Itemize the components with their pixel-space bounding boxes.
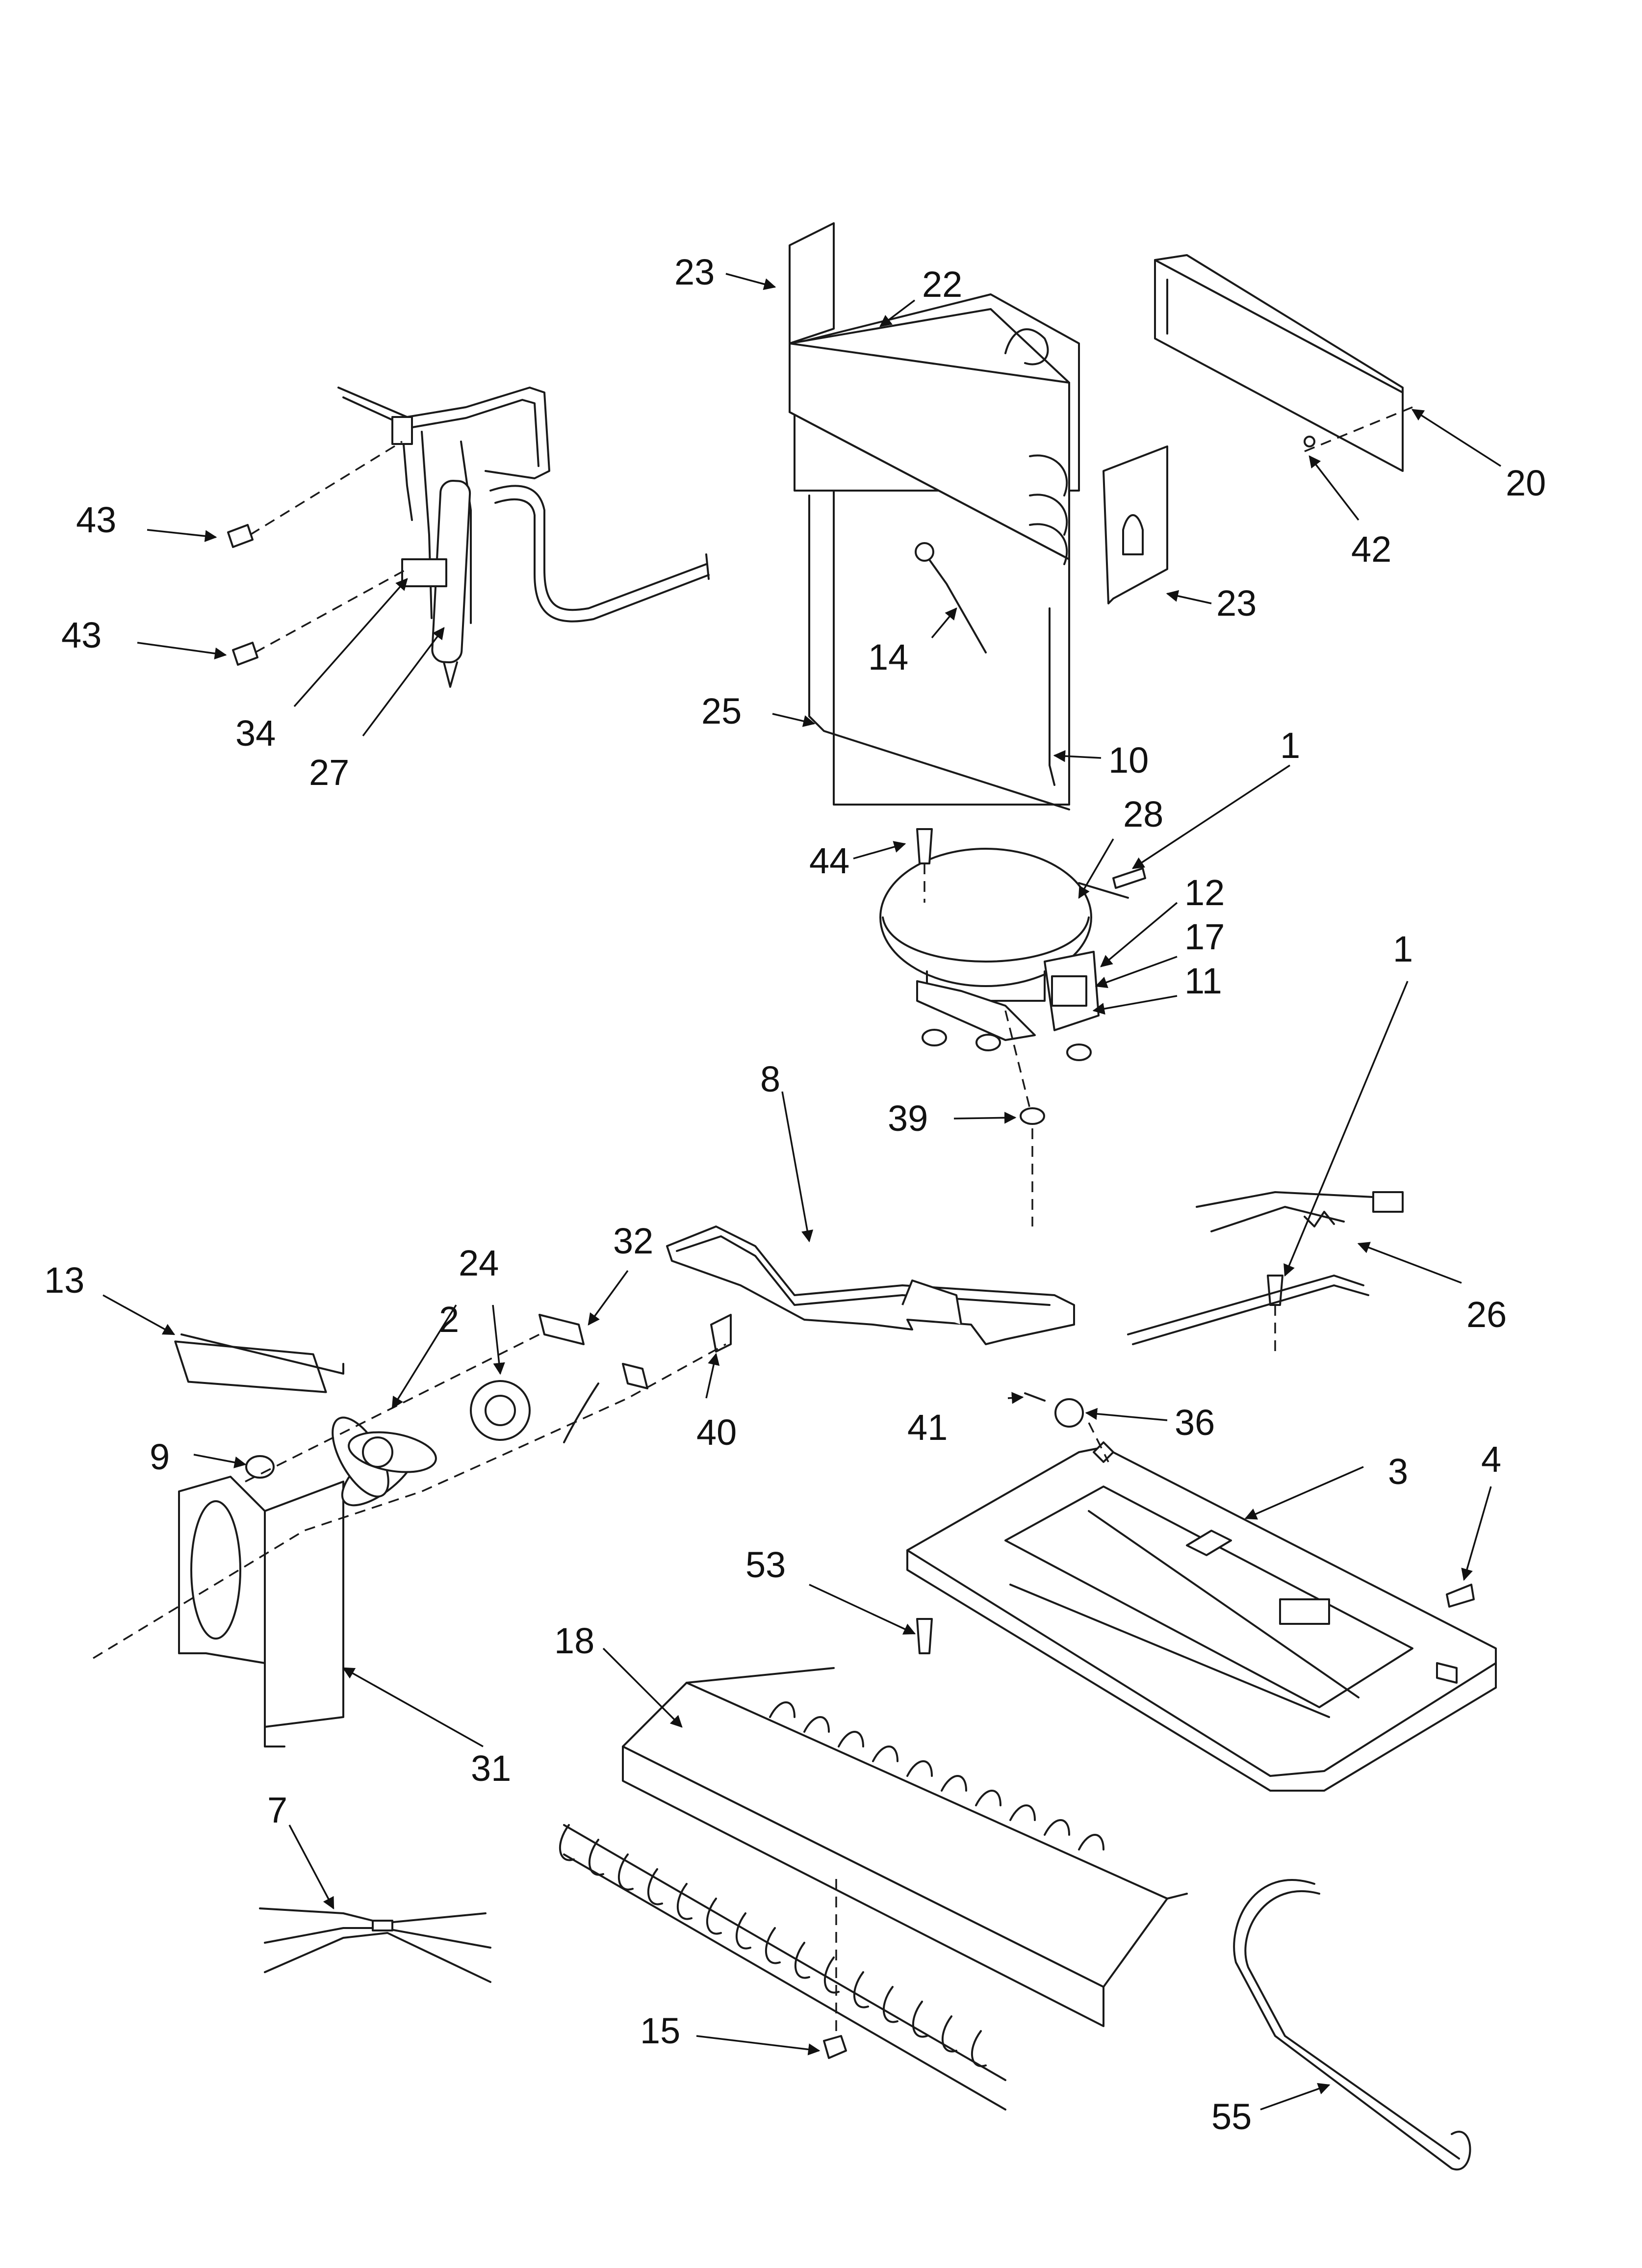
condenser-coil: [559, 1667, 1188, 2111]
leader-44: [853, 841, 906, 860]
leader-55: [1260, 2083, 1331, 2111]
callout-36: 36: [1175, 1402, 1215, 1443]
leader-43b: [137, 642, 227, 660]
leader-7: [288, 1825, 334, 1910]
callout-53: 53: [745, 1544, 786, 1585]
leader-1a: [1131, 764, 1290, 869]
screws-43: [227, 406, 1413, 666]
leader-3: [1244, 1466, 1364, 1520]
callout-labels: 23 22 20 42 23 14 25 10 1 28 44 12 17 11…: [44, 252, 1546, 2137]
leader-34: [293, 578, 408, 707]
condenser-fan-assembly: [174, 1314, 648, 1747]
screws: [710, 828, 1475, 1654]
callout-12: 12: [1184, 872, 1225, 913]
leader-28: [1078, 838, 1114, 899]
leader-32: [588, 1270, 629, 1326]
callout-23: 23: [1216, 583, 1257, 624]
grommets: [922, 1010, 1092, 1226]
callout-9: 9: [150, 1436, 170, 1477]
leader-43a: [147, 529, 217, 542]
callout-39: 39: [888, 1098, 928, 1139]
callout-10: 10: [1108, 740, 1149, 781]
leader-23b: [1166, 590, 1212, 604]
leader-24: [492, 1304, 505, 1375]
leader-15: [696, 2035, 821, 2056]
callout-3: 3: [1388, 1451, 1408, 1492]
tube: [1233, 1879, 1471, 2171]
callout-34: 34: [235, 713, 276, 754]
leader-8: [781, 1091, 814, 1243]
leader-36: [1085, 1408, 1168, 1421]
callout-42: 42: [1351, 529, 1391, 570]
leader-25: [772, 713, 816, 727]
evaporator-assembly: [789, 222, 1168, 806]
compressor: [879, 848, 1129, 1041]
leader-11: [1092, 995, 1178, 1015]
leader-9: [193, 1454, 247, 1468]
leader-10: [1053, 750, 1102, 762]
defrost-heater: [808, 495, 1070, 810]
evaporator-cover: [1154, 254, 1404, 472]
callout-43: 43: [61, 615, 102, 655]
callout-26: 26: [1466, 1294, 1507, 1335]
leader-23a: [725, 273, 776, 290]
callout-7: 7: [267, 1790, 287, 1830]
leader-27: [362, 627, 445, 737]
leader-14: [931, 607, 957, 639]
callout-22: 22: [922, 264, 962, 305]
leader-53: [809, 1584, 916, 1635]
leader-26: [1357, 1242, 1462, 1284]
fan-blade: [332, 1416, 437, 1507]
drier-bracket: [401, 558, 447, 587]
callout-18: 18: [554, 1620, 594, 1661]
leader-20: [1411, 409, 1501, 467]
leader-31: [342, 1667, 484, 1747]
leader-39: [953, 1112, 1017, 1124]
callout-44: 44: [809, 840, 849, 881]
leader-13: [103, 1294, 176, 1335]
callout-8: 8: [760, 1059, 780, 1099]
callout-55: 55: [1211, 2096, 1252, 2137]
callout-23: 23: [674, 252, 715, 292]
callout-4: 4: [1481, 1439, 1501, 1480]
leader-4: [1461, 1486, 1492, 1581]
callout-20: 20: [1506, 463, 1546, 503]
wire-7: [259, 1907, 491, 1983]
drain-pan: [666, 1225, 1075, 1345]
callout-15: 15: [640, 2010, 680, 2051]
callout-1: 1: [1280, 725, 1300, 766]
callout-13: 13: [44, 1260, 84, 1301]
leader-41: [1007, 1392, 1024, 1404]
callout-17: 17: [1184, 916, 1225, 957]
leader-42: [1308, 455, 1360, 521]
callout-1: 1: [1393, 929, 1413, 969]
bushing-and-pin: [1024, 1392, 1109, 1462]
callout-28: 28: [1123, 794, 1163, 834]
leader-17: [1095, 956, 1178, 988]
leader-lines: [103, 273, 1501, 2111]
drier-tubing-assembly: [337, 387, 710, 688]
leader-12: [1100, 902, 1178, 967]
callout-43: 43: [76, 499, 116, 540]
callout-27: 27: [309, 752, 349, 793]
leader-40: [705, 1353, 720, 1399]
coil-loops: [559, 1701, 1104, 2067]
callout-25: 25: [701, 691, 742, 731]
wire-harness: [1127, 1191, 1404, 1345]
callout-2: 2: [439, 1299, 459, 1340]
callout-40: 40: [696, 1412, 737, 1453]
callout-14: 14: [868, 637, 908, 678]
callout-41: 41: [907, 1407, 948, 1448]
callout-31: 31: [471, 1748, 511, 1789]
callout-32: 32: [613, 1221, 653, 1261]
callout-11: 11: [1184, 961, 1222, 1001]
leader-2: [391, 1304, 457, 1409]
leader-22: [879, 299, 916, 327]
callout-24: 24: [459, 1243, 499, 1283]
leader-1b: [1283, 981, 1409, 1277]
leader-18: [602, 1647, 683, 1728]
